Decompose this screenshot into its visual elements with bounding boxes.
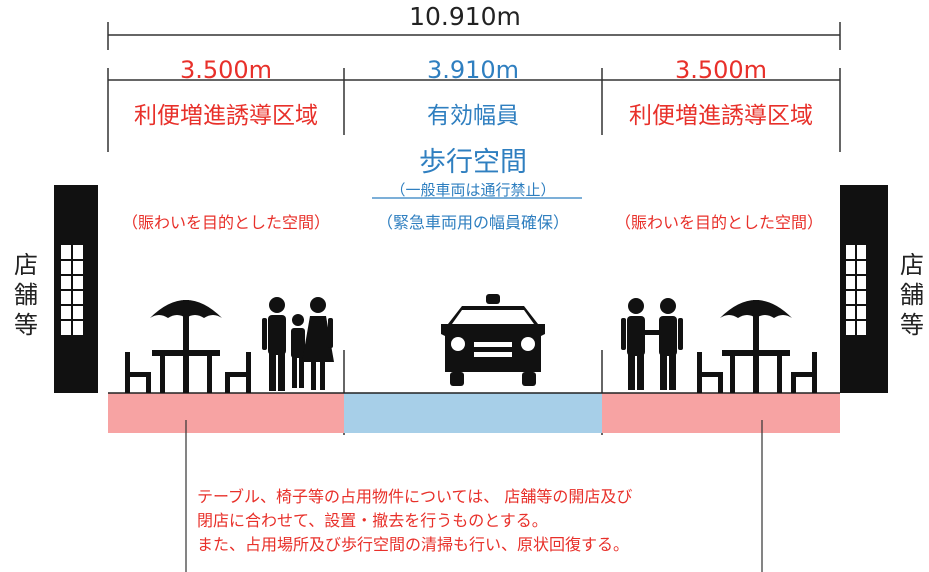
note-line: 閉店に合わせて、設置・撤去を行うものとする。 bbox=[197, 511, 548, 530]
right-zone-label: 利便増進誘導区域 bbox=[629, 103, 813, 129]
left-purpose-label: （賑わいを目的とした空間） bbox=[121, 213, 330, 232]
center-purpose-label: （緊急車両用の幅員確保） bbox=[376, 213, 569, 232]
right-width-label: 3.500m bbox=[674, 56, 768, 84]
car-icon bbox=[441, 294, 545, 386]
walkway-title: 歩行空間 bbox=[419, 147, 527, 178]
left-width-label: 3.500m bbox=[179, 56, 273, 84]
people-icon bbox=[262, 297, 334, 391]
left-zone-label: 利便増進誘導区域 bbox=[134, 103, 318, 129]
center-width-label: 3.910m bbox=[426, 56, 520, 84]
center-zone-label: 有効幅員 bbox=[427, 103, 519, 129]
usage-note: テーブル、椅子等の占用物件については、 店舗等の開店及び 閉店に合わせて、設置・… bbox=[197, 485, 837, 557]
total-width-label: 10.910m bbox=[409, 2, 521, 31]
walkway-subtitle: （一般車両は通行禁止） bbox=[390, 181, 556, 199]
note-line: また、占用場所及び歩行空間の清掃も行い、原状回復する。 bbox=[197, 535, 630, 554]
parasol-table-icon bbox=[697, 300, 817, 393]
dimension-lines bbox=[107, 22, 841, 435]
left-shop-label: 店舗等 bbox=[14, 251, 38, 339]
right-purpose-label: （賑わいを目的とした空間） bbox=[614, 213, 823, 232]
parasol-table-icon bbox=[125, 300, 251, 393]
right-shop-label: 店舗等 bbox=[900, 251, 924, 339]
right-zone-band bbox=[602, 393, 840, 433]
center-zone-band bbox=[344, 393, 602, 433]
note-line: テーブル、椅子等の占用物件については、 店舗等の開店及び bbox=[197, 487, 633, 506]
shop-building-icon bbox=[840, 185, 888, 393]
left-zone-band bbox=[108, 393, 344, 433]
shop-building-icon bbox=[54, 185, 98, 393]
people-icon bbox=[621, 298, 683, 390]
